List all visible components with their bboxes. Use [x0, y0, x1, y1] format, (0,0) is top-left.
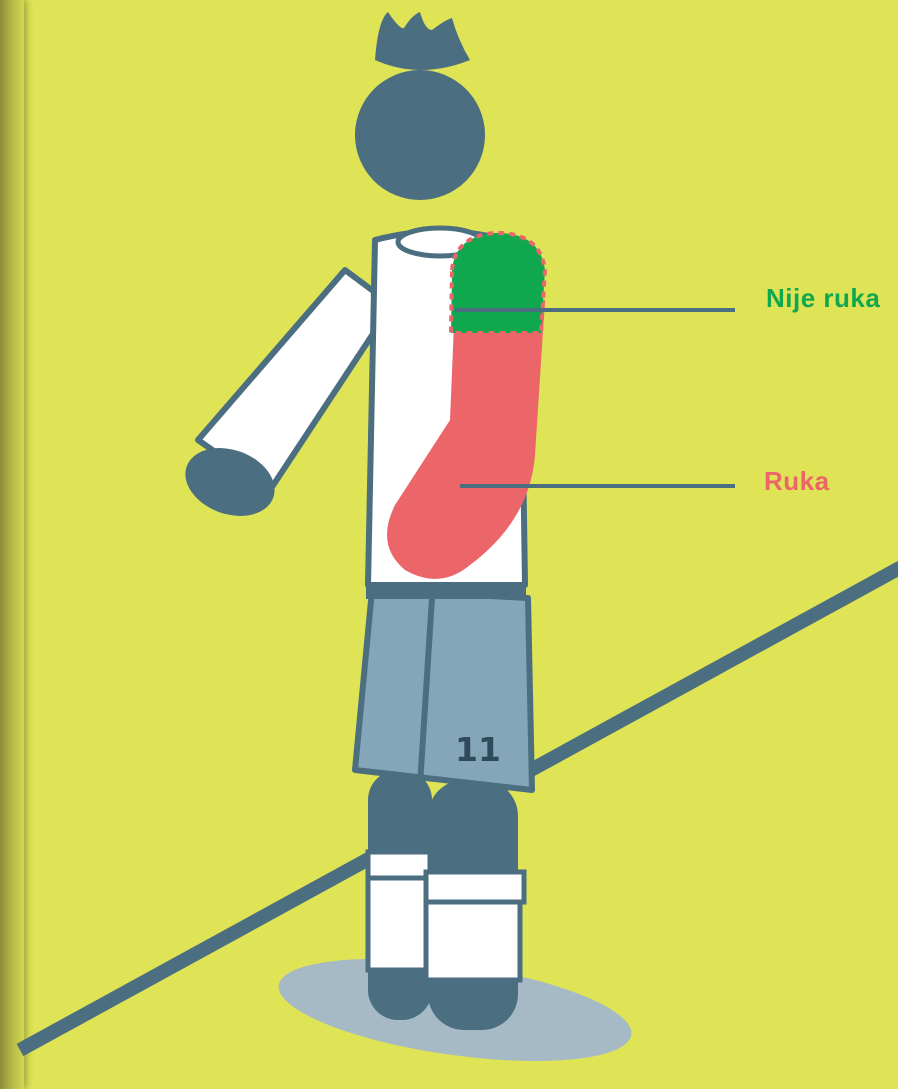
- not-arm-label: Nije ruka: [766, 283, 880, 314]
- not-arm-region: [451, 233, 545, 333]
- player-left-arm: [176, 270, 392, 528]
- player-shorts: [355, 577, 532, 790]
- arm-label: Ruka: [764, 466, 830, 497]
- player-hair: [375, 12, 470, 70]
- player-head: [355, 70, 485, 200]
- player-legs: [368, 770, 524, 1030]
- shirt-number: 11: [455, 730, 501, 769]
